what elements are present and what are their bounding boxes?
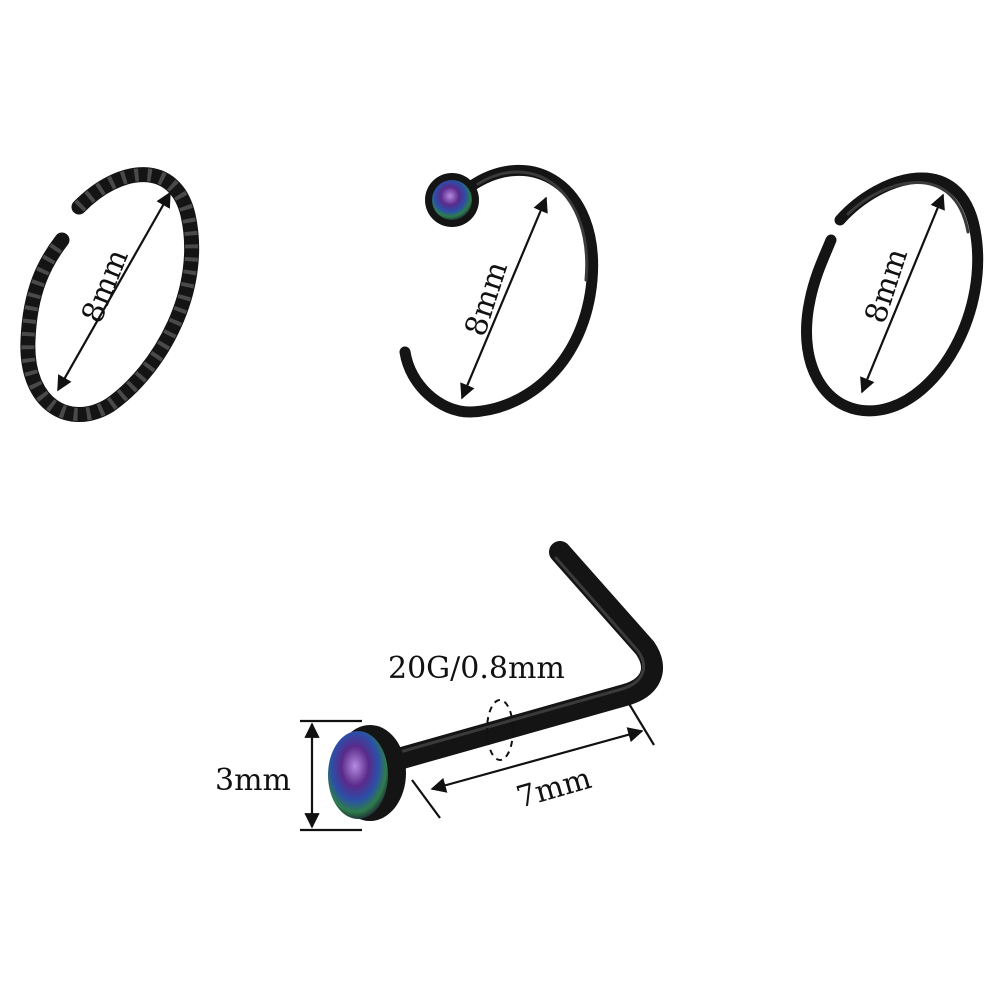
gauge-label: 20G/0.8mm	[388, 651, 565, 686]
gem-hoop-dimension-label: 8mm	[458, 257, 515, 340]
gem-hoop-dimension-arrow	[460, 196, 548, 400]
twisted-hoop-dimension-label: 8mm	[75, 244, 136, 328]
l-shape-nose-stud: 20G/0.8mm 3mm 7mm	[215, 541, 663, 832]
stud-post	[384, 541, 663, 771]
post-dimension-left-tick	[411, 779, 441, 819]
plain-seamless-hoop: 8mm	[801, 172, 984, 417]
plain-hoop-dimension-arrow	[860, 193, 945, 394]
gem-hoop-highlight	[476, 170, 589, 282]
post-length-label: 7mm	[513, 761, 596, 816]
post-dimension-arrow	[430, 727, 644, 793]
twisted-hoop-dimension-arrow	[57, 191, 171, 392]
stud-post-highlight	[398, 556, 645, 754]
gem-hoop-ring	[399, 164, 599, 418]
gem-hoop-stone	[432, 180, 472, 220]
head-size-label: 3mm	[215, 763, 291, 798]
post-dimension-right-tick	[627, 701, 655, 746]
stud-head-stone	[328, 731, 388, 819]
twisted-open-hoop: 8mm	[20, 167, 200, 422]
twisted-hoop-texture	[21, 168, 199, 421]
gem-nose-hoop: 8mm	[399, 164, 599, 418]
